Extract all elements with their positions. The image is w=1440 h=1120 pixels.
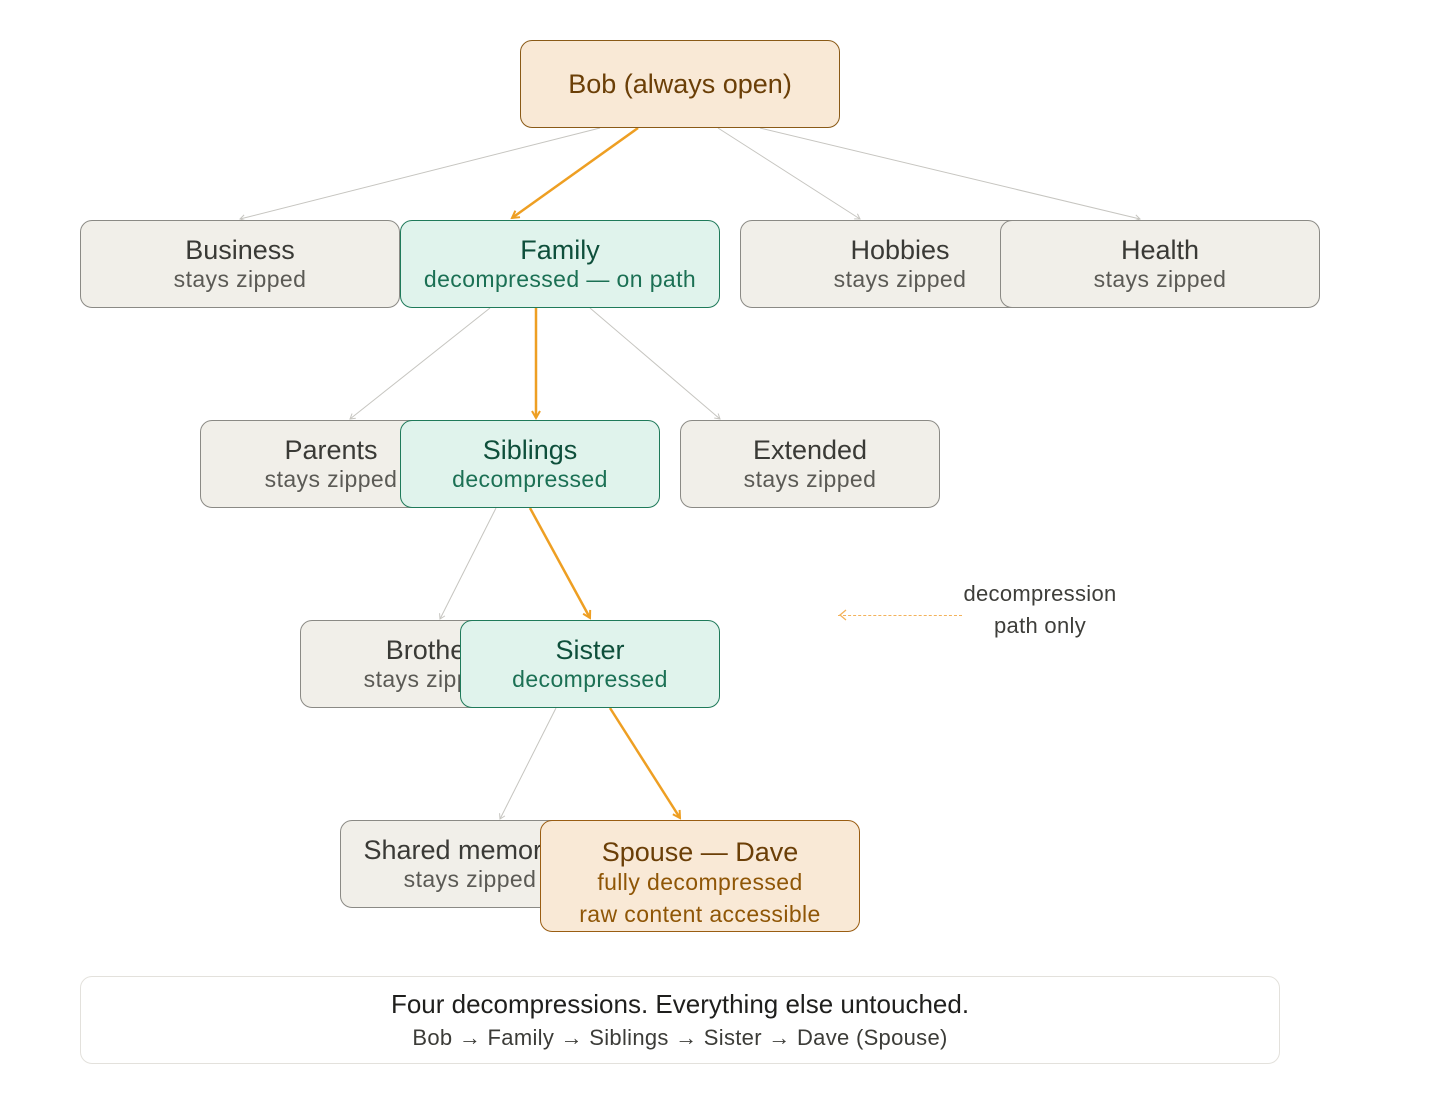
node-parents-text: Parents stays zipped (201, 435, 459, 493)
node-parents-title: Parents (284, 435, 378, 465)
edge-family-parents (349, 307, 491, 420)
node-sister[interactable]: Sister decompressed (460, 620, 720, 708)
edge-siblings-brother (439, 507, 497, 620)
legend-arrow-icon (838, 609, 847, 621)
path-edge-bob-family (512, 126, 639, 218)
node-dave-status: fully decompressed (597, 869, 803, 895)
edge-bob-hobbies (717, 127, 861, 220)
node-extended-status: stays zipped (743, 466, 877, 492)
node-hobbies-title: Hobbies (850, 235, 950, 265)
node-parents-status: stays zipped (264, 466, 398, 492)
edge-bob-health (759, 127, 1141, 222)
node-brother-title: Brother (385, 635, 475, 665)
summary-box: Four decompressions. Everything else unt… (80, 976, 1280, 1064)
node-bob[interactable]: Bob (always open) (520, 40, 840, 128)
node-family-title: Family (520, 235, 600, 265)
node-siblings-title: Siblings (482, 435, 578, 465)
node-bob-title: Bob (always open) (568, 69, 792, 99)
path-edge-siblings-sister (528, 507, 590, 618)
node-extended-title: Extended (752, 435, 868, 465)
node-health-title: Health (1120, 235, 1200, 265)
node-business-status: stays zipped (173, 266, 307, 292)
legend-dashed-line (838, 615, 962, 616)
node-family-status: decompressed — on path (423, 266, 697, 292)
legend-line-1: decompression (963, 581, 1117, 606)
node-siblings[interactable]: Siblings decompressed (400, 420, 660, 508)
path-edge-sister-dave (608, 707, 680, 818)
edge-sister-shared (499, 707, 557, 820)
legend-label: decompression path only (954, 578, 1126, 642)
legend: decompression path only (838, 576, 1138, 646)
legend-line-2: path only (994, 613, 1086, 638)
summary-path: Bob → Family → Siblings → Sister → Dave … (412, 1025, 948, 1050)
node-sister-status: decompressed (512, 666, 668, 692)
summary-headline: Four decompressions. Everything else unt… (390, 989, 970, 1019)
node-sister-title: Sister (555, 635, 625, 665)
node-hobbies-status: stays zipped (833, 266, 967, 292)
edge-bob-business (239, 127, 601, 222)
node-family[interactable]: Family decompressed — on path (400, 220, 720, 308)
node-siblings-status: decompressed (452, 466, 608, 492)
node-spouse-dave[interactable]: Spouse — Dave fully decompressed raw con… (540, 820, 860, 932)
node-health[interactable]: Health stays zipped (1000, 220, 1320, 308)
node-dave-title: Spouse — Dave (601, 837, 799, 867)
node-business-title: Business (185, 235, 295, 265)
node-health-status: stays zipped (1093, 266, 1227, 292)
node-shared-memories-status: stays zipped (403, 866, 537, 892)
edge-family-extended (589, 307, 721, 420)
node-dave-detail: raw content accessible (579, 901, 821, 927)
node-extended[interactable]: Extended stays zipped (680, 420, 940, 508)
node-business[interactable]: Business stays zipped (80, 220, 400, 308)
